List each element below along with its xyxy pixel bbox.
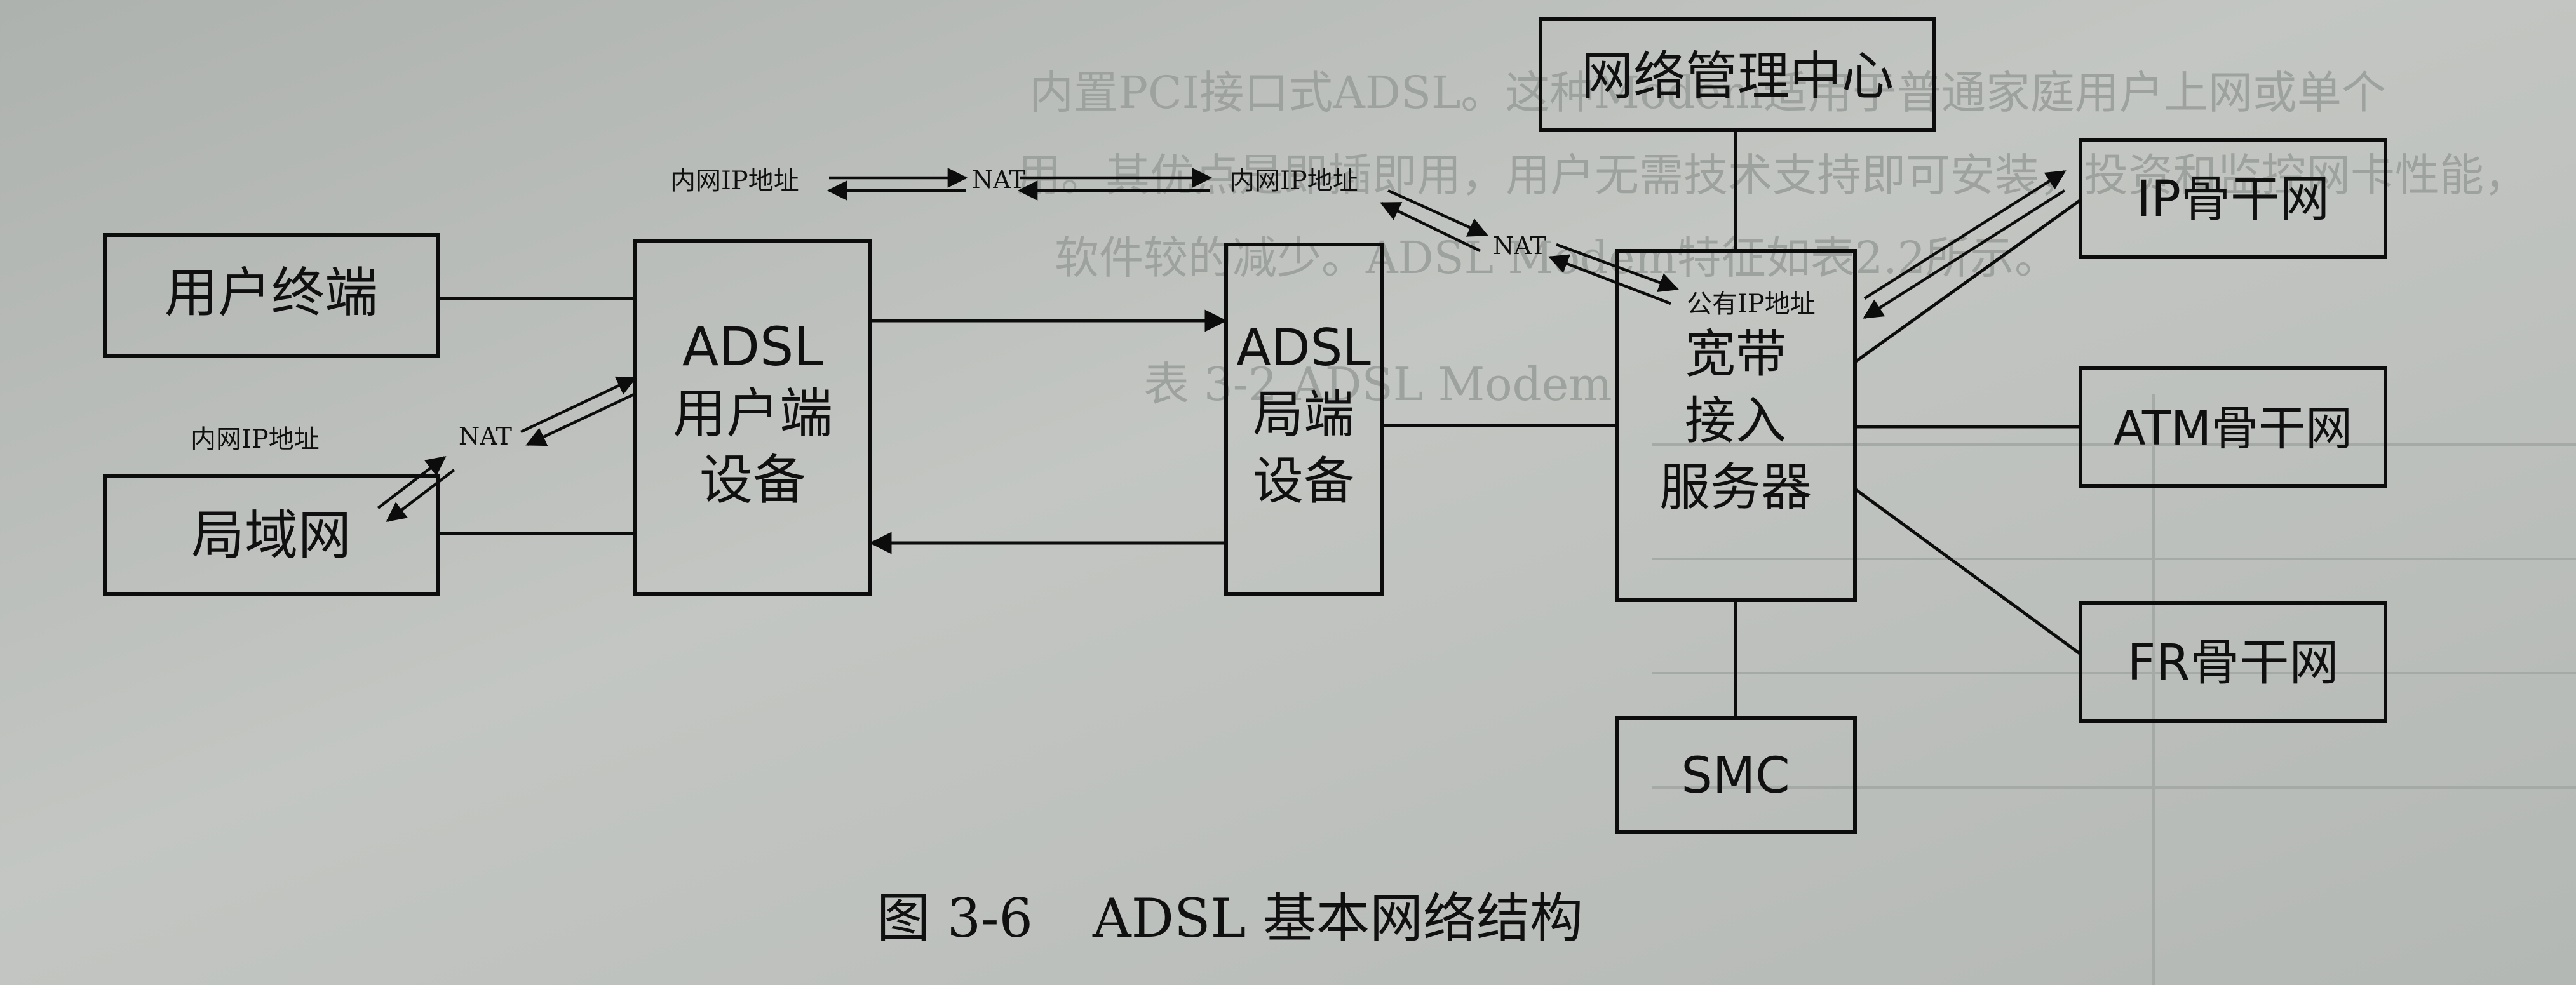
bleed-table-grid: [1652, 394, 2576, 985]
adsl-user-line-1: ADSL: [682, 316, 823, 378]
top-nat-label: NAT: [972, 166, 1025, 194]
lan-private-ip-label: 内网IP地址: [191, 425, 320, 454]
smc-label: SMC: [1681, 747, 1790, 805]
user-terminal-label: 用户终端: [165, 262, 378, 324]
nat-arrow-diag-a2: [1380, 201, 1481, 253]
adsl-central-line-1: ADSL: [1236, 318, 1371, 377]
ip-backbone-box: IP骨干网: [2079, 138, 2387, 259]
fr-backbone-label: FR骨干网: [2127, 634, 2338, 692]
bleed-line-4: 表 3-2 ADSL Modem: [1143, 358, 1612, 411]
bleed-line-2: 用。其优点是即插即用，用户无需技术支持即可安装，投资和监控网卡性能，: [1016, 149, 2528, 201]
nat-arrow-diag-a1: [1387, 189, 1488, 237]
link-bras-to-fr: [1854, 487, 2082, 656]
bras-line-1: 宽带: [1685, 325, 1786, 384]
link-bras-to-ip: [1854, 198, 2082, 364]
atm-backbone-label: ATM骨干网: [2114, 401, 2352, 456]
adsl-user-line-2: 用户端: [673, 382, 833, 445]
lan-label: 局域网: [191, 504, 351, 566]
adsl-user-device-box: ADSL 用户端 设备: [633, 239, 872, 596]
public-ip-label: 公有IP地址: [1687, 290, 1816, 319]
lan-nat-arrow-b1: [520, 376, 637, 434]
smc-box: SMC: [1615, 716, 1857, 834]
adsl-central-line-3: 设备: [1253, 452, 1354, 511]
lan-nat-arrow-b2: [525, 392, 636, 446]
network-management-center-box: 网络管理中心: [1539, 17, 1936, 132]
user-terminal-box: 用户终端: [103, 233, 440, 358]
public-to-ip-arrow-2: [1863, 189, 2066, 319]
lan-nat-arrow-a2: [386, 469, 455, 522]
mid-nat-label: NAT: [1493, 232, 1546, 260]
public-to-ip-arrow-1: [1863, 170, 2067, 300]
lan-nat-arrow-a1: [377, 456, 447, 509]
top-private-ip-right: 内网IP地址: [1229, 166, 1358, 196]
nat-arrow-diag-b2: [1548, 254, 1671, 305]
lan-box: 局域网: [103, 474, 440, 596]
atm-backbone-box: ATM骨干网: [2079, 366, 2387, 488]
figure-number: 图 3-6: [877, 887, 1033, 949]
adsl-central-device-box: ADSL 局端 设备: [1224, 243, 1384, 596]
ip-backbone-label: IP骨干网: [2136, 171, 2330, 228]
adsl-central-line-2: 局端: [1253, 385, 1354, 444]
adsl-user-line-3: 设备: [699, 449, 806, 511]
figure-title: ADSL 基本网络结构: [1092, 887, 1583, 949]
lan-nat-label: NAT: [459, 422, 512, 450]
fr-backbone-box: FR骨干网: [2079, 601, 2387, 723]
bras-line-2: 接入: [1685, 391, 1786, 450]
nms-label: 网络管理中心: [1581, 46, 1894, 107]
bleed-line-1: 内置PCI接口式ADSL。这种Modem适用于普通家庭用户上网或单个: [1029, 67, 2386, 119]
top-private-ip-left: 内网IP地址: [670, 166, 799, 196]
nat-arrow-diag-b1: [1556, 243, 1679, 292]
bras-line-3: 服务器: [1659, 458, 1812, 517]
